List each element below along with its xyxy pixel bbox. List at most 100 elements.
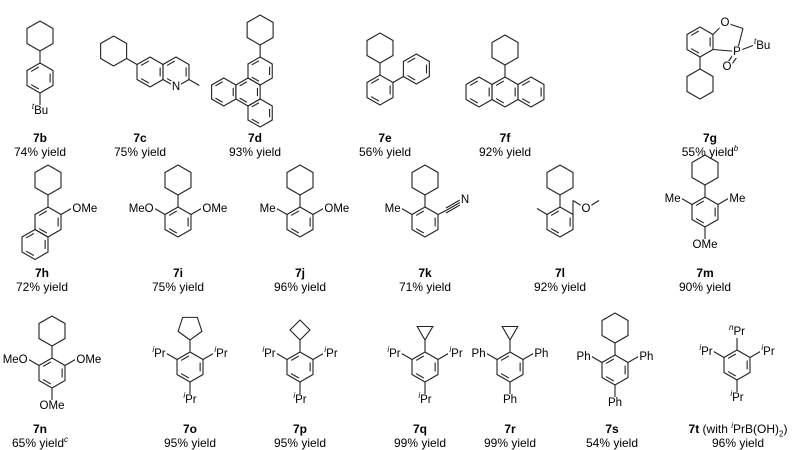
oxygen-atom: O (719, 16, 731, 29)
compound-label: 7d (248, 131, 262, 145)
aromatic-ring (546, 206, 574, 238)
substituent-text: MeO (128, 202, 154, 215)
aromatic-ring (247, 98, 273, 128)
compound-number: 7p (292, 422, 308, 436)
substituent-text: Ph (576, 350, 591, 363)
compound-label: 7e (378, 131, 391, 145)
triple-bond-line (445, 202, 461, 211)
bond (591, 356, 603, 363)
aromatic-ring (601, 354, 629, 386)
substituent-text: Pr (216, 347, 228, 360)
yield-text: 92% yield (479, 145, 531, 159)
bond (437, 353, 449, 360)
substituent-label: nPr (728, 324, 746, 338)
double-bond-line (239, 97, 248, 103)
substituent-text: Pr (389, 347, 401, 360)
double-bond-line (42, 379, 52, 385)
substituent-label: Ph (638, 350, 655, 363)
yield-text: 92% yield (534, 280, 586, 294)
substituent-label: tBu (752, 36, 772, 52)
bond (166, 353, 178, 360)
substituent-text: Bu (34, 105, 49, 117)
double-bond-line (180, 373, 190, 379)
substituent-text: Pr (154, 347, 166, 360)
aromatic-ring (211, 77, 237, 107)
bond (60, 208, 72, 215)
superscript-prefix: t (31, 102, 35, 111)
double-bond-line (469, 80, 479, 86)
bond (681, 198, 693, 205)
aromatic-ring (366, 74, 394, 106)
substituent-label: MeO (127, 202, 155, 215)
aromatic-ring (286, 351, 314, 383)
aromatic-ring (465, 76, 493, 108)
yield-value: 54% yield (585, 436, 639, 450)
double-bond-line (690, 48, 700, 54)
substituent-text: Pr (326, 347, 338, 360)
substituent-text: Me (384, 202, 401, 215)
double-bond-line (521, 80, 531, 86)
double-bond-line (407, 57, 416, 63)
yield-text: 75% yield (114, 145, 166, 159)
substituent-text: Ph (502, 394, 518, 406)
compound-label: 7f (500, 131, 511, 145)
substituent-text: Me (259, 202, 276, 215)
substituent-text: Pr (763, 345, 775, 358)
double-bond-line (690, 30, 700, 36)
yield-text: 96% yield (274, 280, 326, 294)
aromatic-ring (164, 206, 192, 238)
bond (392, 76, 404, 83)
yield-text: 65% yieldc (12, 436, 68, 450)
bond (713, 351, 725, 358)
double-bond-line (140, 60, 150, 66)
substituent-text: Pr (420, 394, 432, 406)
superscript-prefix: i (761, 342, 764, 352)
double-bond-line (290, 355, 300, 361)
superscript-prefix: t (753, 36, 757, 46)
footnote-marker: c (64, 435, 69, 444)
reagent-note: (with iPrB(OH)2) (699, 422, 788, 438)
yield-value: 96% yield (711, 436, 765, 450)
substituent-text: OMe (72, 202, 98, 215)
compound-number: 7t (688, 422, 700, 436)
bond (28, 359, 40, 366)
aromatic-ring (235, 77, 261, 107)
double-bond-line (168, 210, 178, 216)
bond (401, 208, 413, 215)
compound-number: 7j (294, 266, 306, 280)
yield-text: 72% yield (16, 280, 68, 294)
compound-label: 7o (183, 422, 197, 436)
substituent-label: iPr (417, 392, 433, 406)
double-bond-line (25, 233, 35, 239)
yield-text: 71% yield (399, 280, 451, 294)
substituent-label: iPr (698, 343, 714, 358)
compound-number: 7n (32, 422, 48, 436)
double-bond-line (370, 96, 380, 102)
yield-value: 99% yield (483, 436, 537, 450)
compound-number: 7b (32, 131, 48, 145)
cycloalkyl-ring (246, 14, 274, 46)
bond (749, 351, 761, 358)
reagent-note-main: PrB(OH) (733, 422, 780, 436)
oxygen-atom: O (580, 202, 592, 215)
double-bond-line (25, 250, 35, 256)
double-bond-line (30, 84, 40, 90)
yield-text: 96% yield (712, 436, 764, 450)
compound-label: 7n (33, 422, 47, 436)
yield-value: 99% yield (393, 436, 447, 450)
substituent-text: Pr (701, 345, 713, 358)
yield-text: 99% yield (484, 436, 536, 450)
substituent-label: Ph (533, 347, 550, 360)
compound-number: 7m (696, 266, 714, 280)
triple-bond-line (445, 199, 461, 209)
superscript-prefix: i (183, 391, 186, 400)
double-bond-line (727, 353, 737, 359)
substituent-label: Me (383, 202, 402, 215)
superscript-prefix: i (387, 344, 390, 354)
compound-number: 7g (702, 131, 718, 145)
substituent-label: Ph (606, 397, 624, 409)
double-bond-line (500, 355, 510, 361)
aromatic-ring (176, 351, 204, 383)
substituent-text: Ph (534, 347, 549, 360)
